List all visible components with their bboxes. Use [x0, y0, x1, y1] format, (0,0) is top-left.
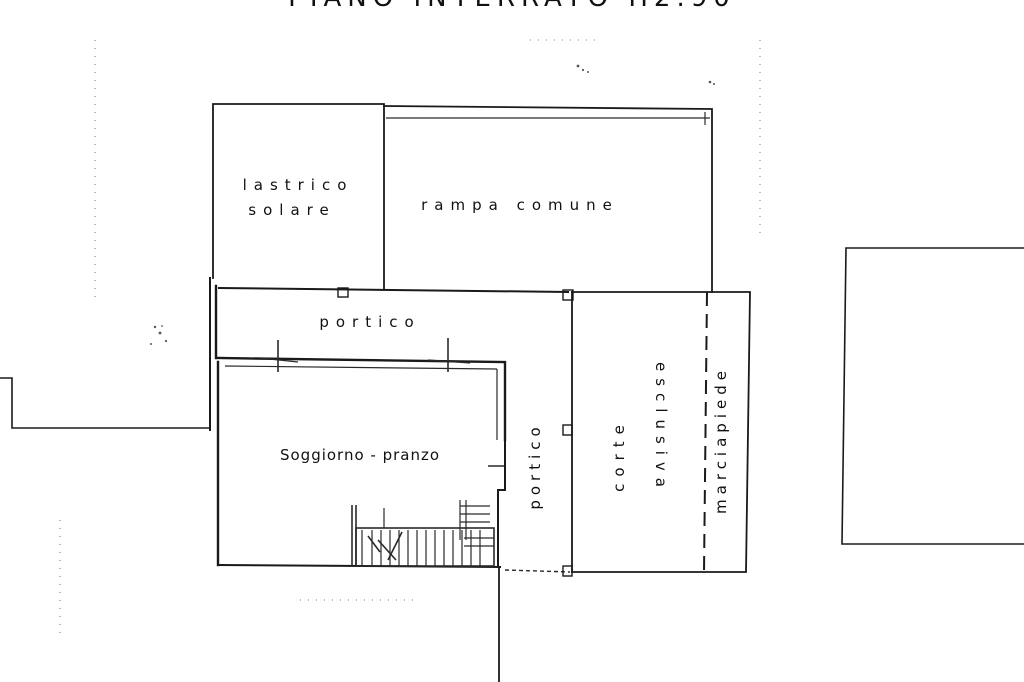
- marciapiede-boundary: [703, 291, 708, 573]
- label-portico-side: portico: [526, 422, 544, 509]
- staircase: [351, 500, 495, 567]
- portico-side-area: [497, 439, 571, 682]
- corte-esclusiva-area: [562, 291, 751, 577]
- neighbor-outline-left: [0, 377, 211, 429]
- soggiorno-room: [216, 338, 507, 569]
- label-solare: solare: [248, 201, 335, 219]
- label-soggiorno: Soggiorno - pranzo: [280, 446, 440, 464]
- label-portico-top: portico: [319, 313, 420, 331]
- label-corte: corte: [610, 418, 628, 492]
- lastrico-solare-area: [212, 103, 385, 291]
- plan-title: PIANO INTERRATO H2.90: [288, 0, 736, 13]
- label-lastrico: lastrico: [243, 176, 354, 194]
- rampa-comune-area: [383, 105, 713, 293]
- label-esclusiva: esclusiva: [652, 362, 670, 494]
- label-rampa-comune: rampa comune: [421, 196, 619, 214]
- label-marciapiede: marciapiede: [712, 366, 730, 514]
- room-labels: lastrico solare rampa comune portico Sog…: [243, 176, 730, 514]
- portico-area: [209, 277, 574, 431]
- guide-lines: [59, 39, 761, 640]
- neighbor-building-right: [841, 247, 1024, 545]
- scan-noise: [150, 64, 715, 345]
